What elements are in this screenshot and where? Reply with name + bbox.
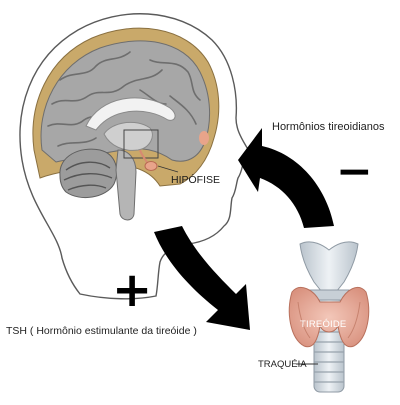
- brain-sulci: [47, 51, 201, 147]
- feedback-arrow: [238, 128, 334, 228]
- label-hipofise: HIPÓFISE: [171, 174, 221, 186]
- larynx-cartilage: [299, 241, 359, 293]
- brainstem: [115, 149, 137, 221]
- hipofise-leader: [157, 165, 179, 173]
- thalamus: [103, 121, 153, 151]
- frontal-sinus: [199, 131, 209, 145]
- label-tsh: TSH ( Hormônio estimulante da tireóide ): [6, 325, 197, 337]
- pituitary-gland: [144, 161, 158, 171]
- minus-sign: −: [336, 146, 373, 197]
- cerebellum: [59, 148, 118, 199]
- tsh-arrow: [154, 226, 250, 330]
- corpus-callosum: [85, 97, 176, 131]
- plus-sign: +: [112, 262, 153, 318]
- label-tireoide: TIREÓIDE: [300, 319, 347, 330]
- pituitary-zoom-box: [123, 129, 159, 159]
- label-hormonios-tireoidianos: Hormônios tireoidianos: [272, 121, 385, 133]
- thyroid-illustration: [288, 241, 370, 393]
- thyroid-gland: [288, 287, 370, 348]
- label-traqueia: TRAQUÉIA: [258, 359, 307, 370]
